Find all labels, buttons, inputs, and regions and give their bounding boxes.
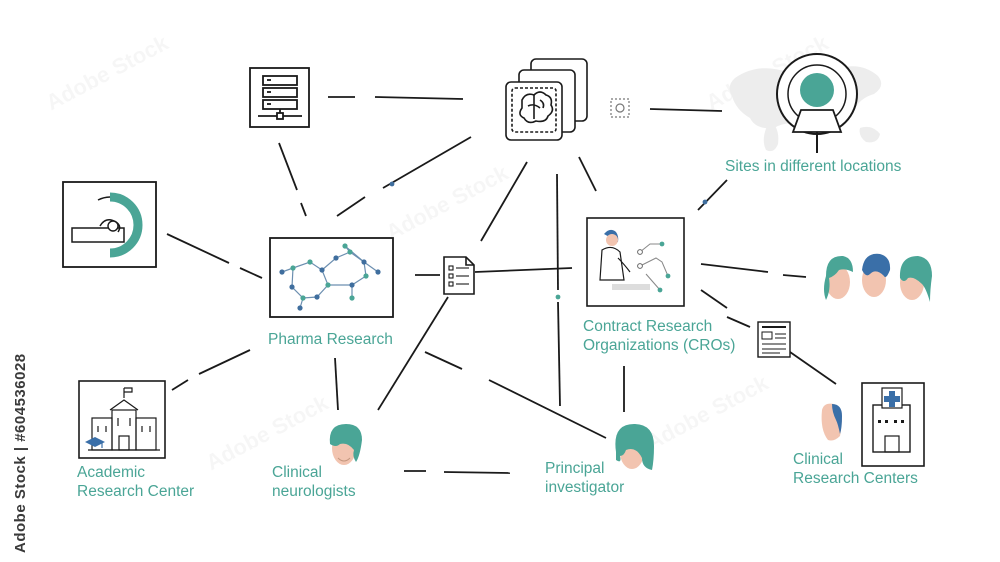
connection-line (171, 379, 189, 391)
connection-line (300, 202, 307, 217)
connection-dot (389, 181, 395, 187)
label-clinical-centers: Clinical Research Centers (793, 450, 918, 488)
connection-dot (702, 199, 708, 205)
label-pharma-research: Pharma Research (268, 330, 393, 349)
label-line: Contract Research (583, 318, 713, 335)
connection-line (480, 161, 528, 242)
connection-line (382, 136, 472, 189)
connection-line (424, 351, 463, 370)
label-cros: Contract Research Organizations (CROs) (583, 317, 735, 355)
connection-line (782, 274, 807, 278)
connection-line (578, 156, 597, 192)
document-icon (443, 256, 475, 295)
patient-head (824, 255, 853, 300)
connection-line (700, 289, 728, 309)
connection-line (198, 349, 251, 375)
label-line: neurologists (272, 483, 356, 500)
connection-line (278, 142, 298, 191)
connection-line (239, 267, 263, 279)
connection-line (443, 471, 511, 474)
ct-scanner-icon (62, 181, 157, 268)
connection-line (557, 301, 561, 407)
label-line: Organizations (CROs) (583, 337, 736, 354)
connection-dots (389, 181, 708, 300)
label-academic: Academic Research Center (77, 463, 194, 501)
label-line: Principal (545, 460, 605, 477)
connection-line (377, 296, 449, 411)
connections (166, 96, 837, 474)
label-line: Clinical (793, 451, 843, 468)
label-line: Clinical (272, 464, 322, 481)
connection-line (334, 357, 339, 411)
connection-line (700, 263, 769, 273)
connection-line (166, 233, 230, 264)
label-line: Research Center (77, 483, 195, 500)
connection-line (649, 108, 723, 112)
connection-line (474, 267, 573, 273)
connection-line (697, 179, 728, 211)
connection-line (726, 316, 751, 328)
hospital-icon (861, 382, 925, 467)
connection-line (789, 351, 837, 385)
label-line: investigator (545, 479, 625, 496)
patient-head (862, 253, 891, 297)
mri-scanner-icon (776, 53, 858, 153)
server-icon (249, 67, 310, 128)
connection-dot (555, 294, 561, 300)
neurologist-icon (329, 424, 362, 465)
label-line: Research Centers (793, 470, 918, 487)
label-line: Pharma Research (268, 331, 393, 348)
patients-icon (824, 253, 932, 302)
connection-line (556, 173, 559, 291)
connection-line (336, 196, 366, 217)
molecule-icon (269, 237, 394, 318)
university-icon (78, 380, 166, 459)
label-neurologists: Clinical neurologists (272, 463, 356, 501)
label-sites: Sites in different locations (725, 157, 901, 176)
stock-id-text: Adobe Stock | #604536028 (12, 353, 29, 553)
connection-line (488, 379, 607, 439)
investigator-icon (615, 424, 654, 470)
label-line: Academic (77, 464, 146, 481)
label-line: Sites in different locations (725, 158, 902, 175)
brain-scan-stack-icon (505, 58, 588, 141)
connection-line (374, 96, 464, 100)
hub-icon (610, 98, 630, 118)
scientist-icon (586, 217, 685, 307)
form-icon (757, 321, 791, 358)
label-investigator: Principal investigator (545, 459, 624, 497)
patient-head (899, 256, 932, 302)
doctor-icon (821, 403, 842, 441)
